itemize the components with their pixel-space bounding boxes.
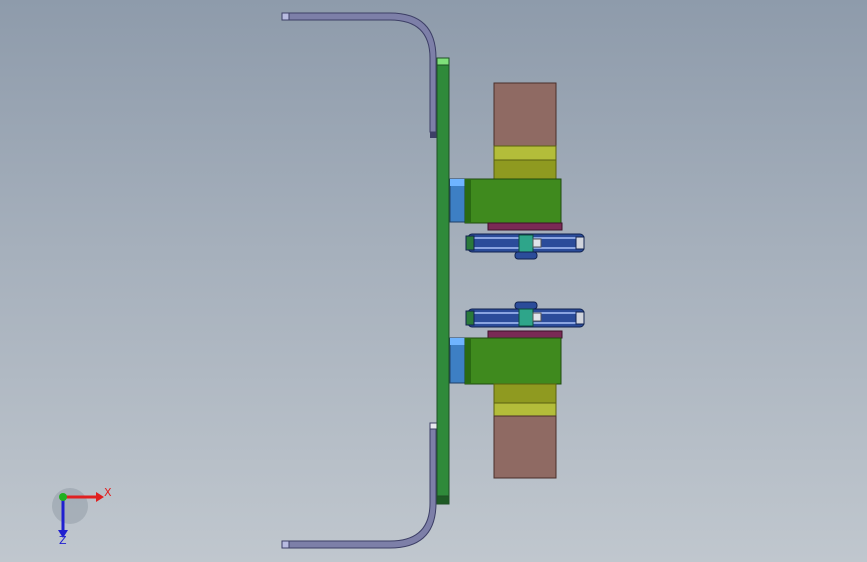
motor-assembly-upper[interactable]	[449, 82, 563, 231]
motor-collar-lower-lower	[493, 402, 557, 418]
triad-z-arrowhead	[58, 530, 68, 538]
wheel-assembly-upper[interactable]	[465, 233, 585, 260]
motor-assembly-lower[interactable]	[449, 330, 563, 479]
frame-rail-top-foot	[430, 132, 437, 138]
hub-lower-stud	[532, 312, 542, 322]
frame-rail-top-shape[interactable]	[281, 12, 437, 133]
triad-x-arrowhead	[96, 492, 104, 502]
flange-upper	[487, 222, 563, 231]
gearbox-upper-face	[465, 179, 471, 223]
triad-x-label: X	[104, 486, 112, 499]
gearbox-lower-face	[465, 338, 471, 384]
motor-collar-lower	[493, 383, 557, 404]
motor-body-lower[interactable]	[493, 415, 557, 479]
hub-lower-base	[514, 301, 538, 310]
backplate-top-cap	[436, 57, 450, 66]
orientation-triad: X Z	[52, 486, 112, 547]
frame-rail-top-end-cap	[281, 12, 290, 21]
triad-y-axis-dot	[59, 493, 67, 501]
motor-body-upper[interactable]	[493, 82, 557, 148]
wheel-lower-left-cap	[465, 310, 475, 326]
frame-rail-bottom-shape[interactable]	[281, 428, 437, 549]
hub-upper-stud	[532, 238, 542, 248]
backplate-bottom-cap	[436, 495, 450, 505]
hub-upper	[518, 234, 534, 253]
frame-rail-top[interactable]	[281, 12, 437, 138]
flange-lower	[487, 330, 563, 339]
wheel-upper-left-cap	[465, 235, 475, 251]
frame-rail-bottom-foot	[429, 422, 438, 430]
triad-z-label: Z	[59, 534, 67, 547]
hub-upper-base	[514, 251, 538, 260]
motor-collar-upper	[493, 145, 557, 161]
wheel-lower-right-cap	[575, 311, 585, 325]
backplate[interactable]	[436, 57, 450, 505]
motor-collar-upper-lower	[493, 159, 557, 180]
gearbox-upper[interactable]	[464, 178, 562, 224]
frame-rail-bottom-end-cap	[281, 540, 290, 549]
triad-shadow	[52, 488, 88, 524]
wheel-assembly-lower[interactable]	[465, 301, 585, 328]
spacer-lower-highlight	[450, 338, 466, 345]
backplate-body[interactable]	[436, 57, 450, 505]
frame-rail-bottom[interactable]	[281, 422, 438, 549]
spacer-upper-highlight	[450, 179, 466, 186]
hub-lower	[518, 308, 534, 327]
gearbox-lower[interactable]	[464, 337, 562, 385]
wheel-upper-right-cap	[575, 236, 585, 250]
